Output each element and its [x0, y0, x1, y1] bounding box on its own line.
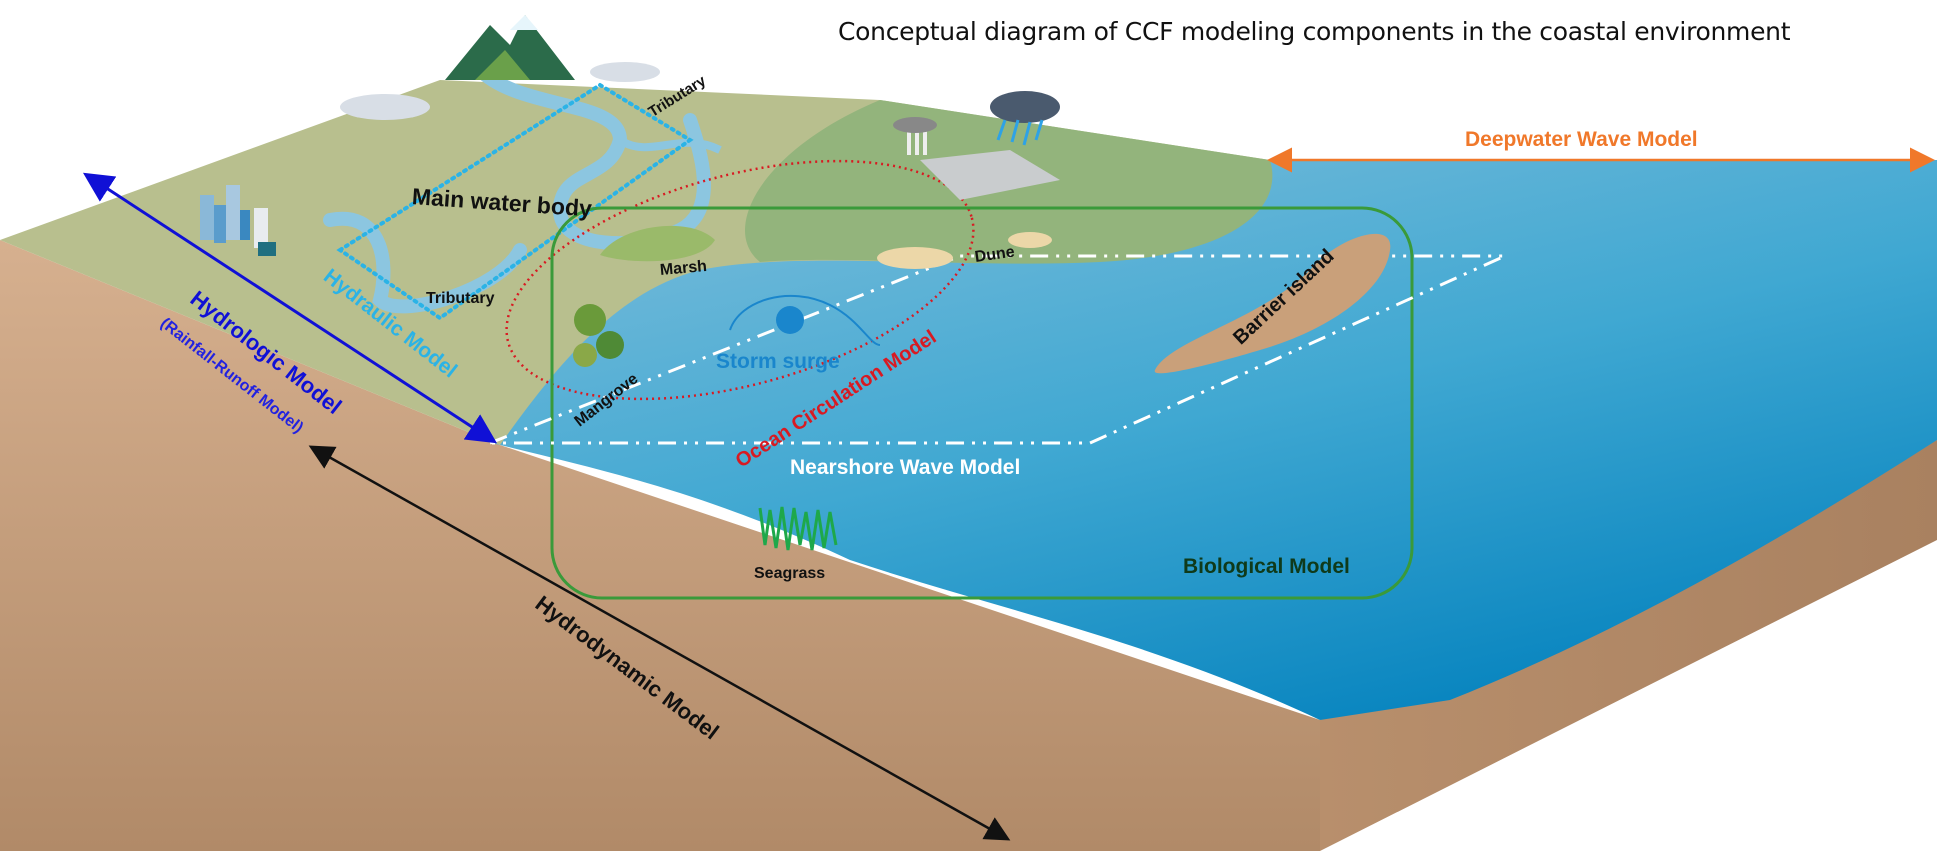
ocean-circulation-boundary	[505, 159, 975, 401]
storm-surge-icon	[729, 294, 881, 346]
mangrove-icon	[573, 304, 624, 367]
seagrass-label: Seagrass	[754, 565, 826, 582]
nearshore-wave-model-label: Nearshore Wave Model	[790, 456, 1021, 479]
hydrodynamic-arrow	[308, 445, 1011, 841]
diagram-title: Conceptual diagram of CCF modeling compo…	[838, 17, 1791, 46]
marsh-icon	[600, 225, 715, 262]
hydraulic-boundary	[336, 82, 694, 321]
cloud-icon	[340, 94, 430, 120]
hydrologic-arrow	[82, 172, 498, 444]
tributary-river	[617, 136, 722, 154]
tributary-lower-label: Tributary	[426, 290, 495, 307]
mountain-icon	[445, 15, 575, 80]
storm-cloud-icon	[990, 91, 1060, 146]
ocean-water	[480, 160, 1937, 720]
factory-icon	[893, 117, 1060, 200]
cloud-icon	[590, 62, 660, 82]
biological-model-label: Biological Model	[1183, 555, 1350, 578]
deepwater-wave-model-label: Deepwater Wave Model	[1465, 128, 1698, 151]
dune-patch	[1008, 232, 1052, 248]
barrier-island	[1154, 233, 1391, 374]
storm-surge-label: Storm surge	[716, 350, 840, 373]
dune-icon	[877, 247, 953, 269]
soil-right-face	[1320, 440, 1937, 851]
